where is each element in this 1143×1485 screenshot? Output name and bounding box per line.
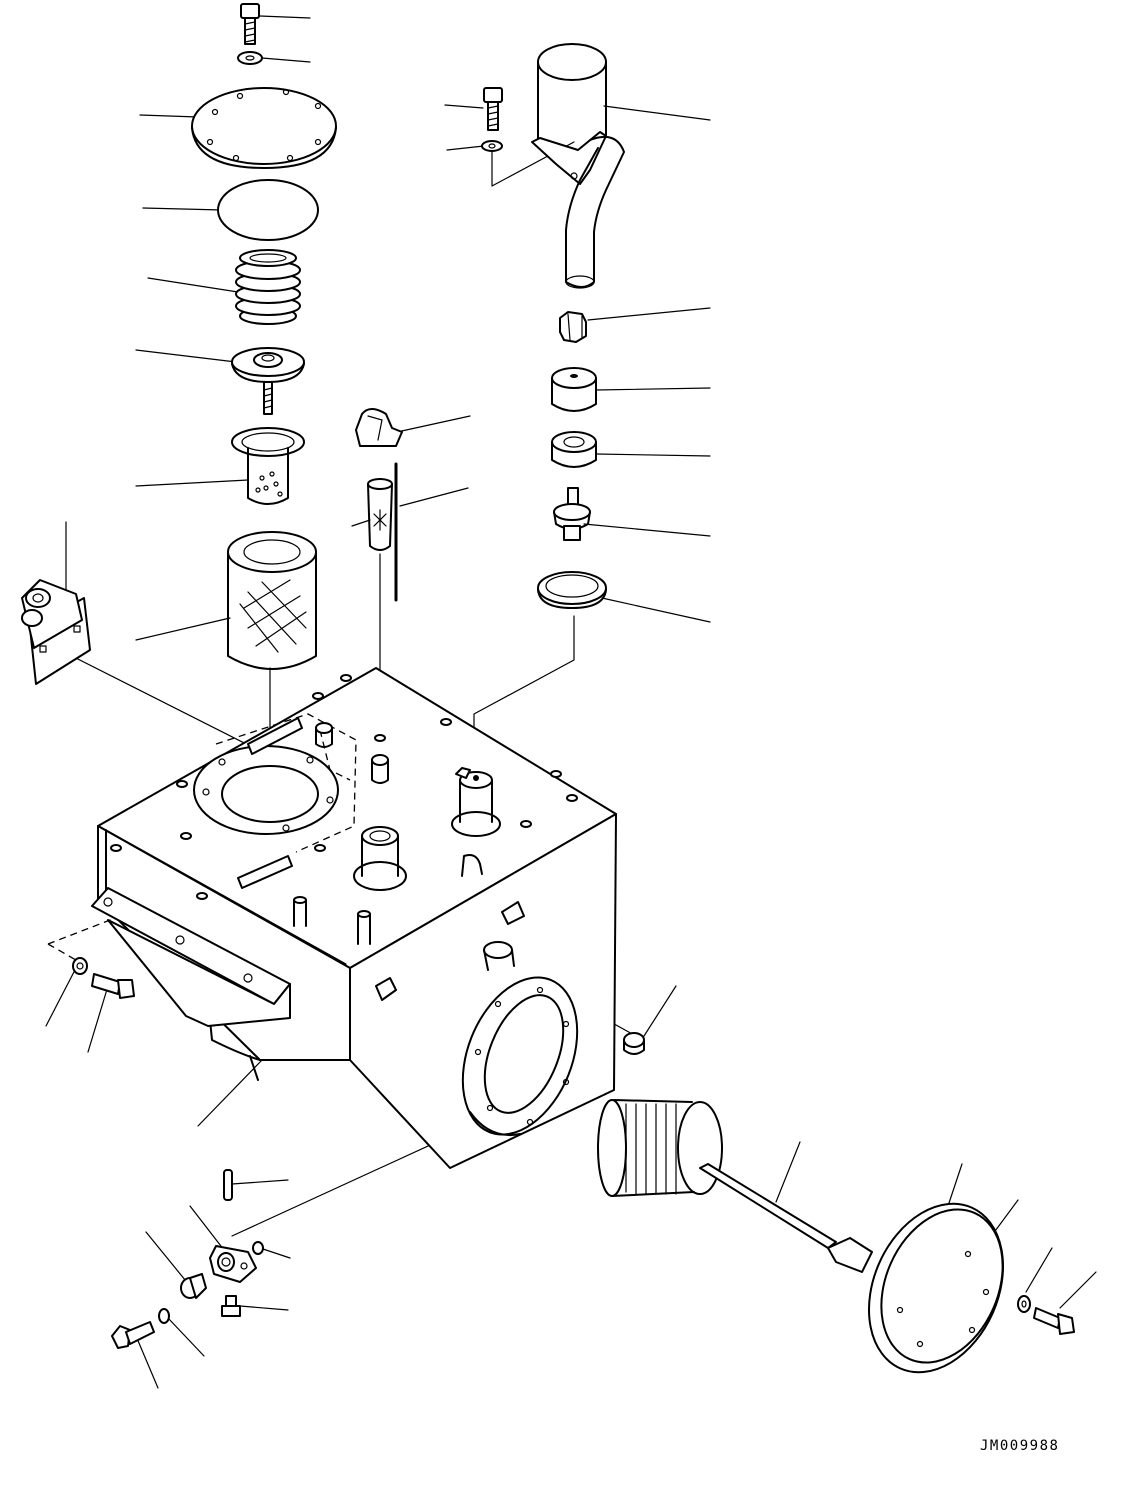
filler-pipe-icon: [531, 43, 625, 289]
cover-washer-icon: [237, 51, 263, 65]
tank-support-bracket-icon: [91, 887, 291, 1027]
hex-nut-icon: [559, 311, 587, 343]
o-ring-icon: [537, 571, 607, 609]
hydraulic-tank-body: [97, 667, 617, 1169]
cover-plate-bolt-icon: [1033, 1307, 1075, 1335]
breather-cover-plate-icon: [191, 87, 337, 169]
filler-bolt-icon: [481, 87, 503, 152]
small-o-ring-icon: [252, 1241, 264, 1255]
cover-gasket-icon: [217, 179, 319, 241]
strainer-basket-icon: [231, 427, 305, 505]
drain-washer-icon: [158, 1308, 170, 1324]
leader-lines: [45, 15, 1097, 1389]
cover-bolt-icon: [240, 3, 260, 45]
check-valve-icon: [553, 487, 591, 541]
suction-strainer-icon: [597, 1099, 873, 1273]
bracket-washer-icon: [72, 957, 88, 975]
bracket-bolt-icon: [91, 973, 135, 999]
filler-cap-icon: [355, 408, 403, 447]
valve-seal-ring-icon: [551, 431, 597, 468]
strainer-cover-plate-icon: [867, 1202, 1005, 1374]
dowel-pin-icon: [223, 1169, 233, 1201]
drain-fitting-icon: [221, 1295, 241, 1317]
mounting-bracket-icon: [21, 579, 91, 685]
mesh-filter-element-icon: [227, 531, 317, 670]
valve-cap-icon: [551, 367, 597, 412]
level-gauge-tube-icon: [367, 478, 393, 551]
drain-cock-icon: [180, 1273, 207, 1299]
bellows-spring-icon: [235, 249, 301, 325]
drawing-reference-code: JM009988: [980, 1438, 1060, 1454]
cover-plate-washer-icon: [1017, 1295, 1031, 1313]
drain-elbow-icon: [209, 1245, 257, 1283]
drain-plug-icon: [623, 1032, 645, 1055]
valve-disc-icon: [231, 347, 305, 415]
drain-bolt-icon: [111, 1321, 155, 1349]
